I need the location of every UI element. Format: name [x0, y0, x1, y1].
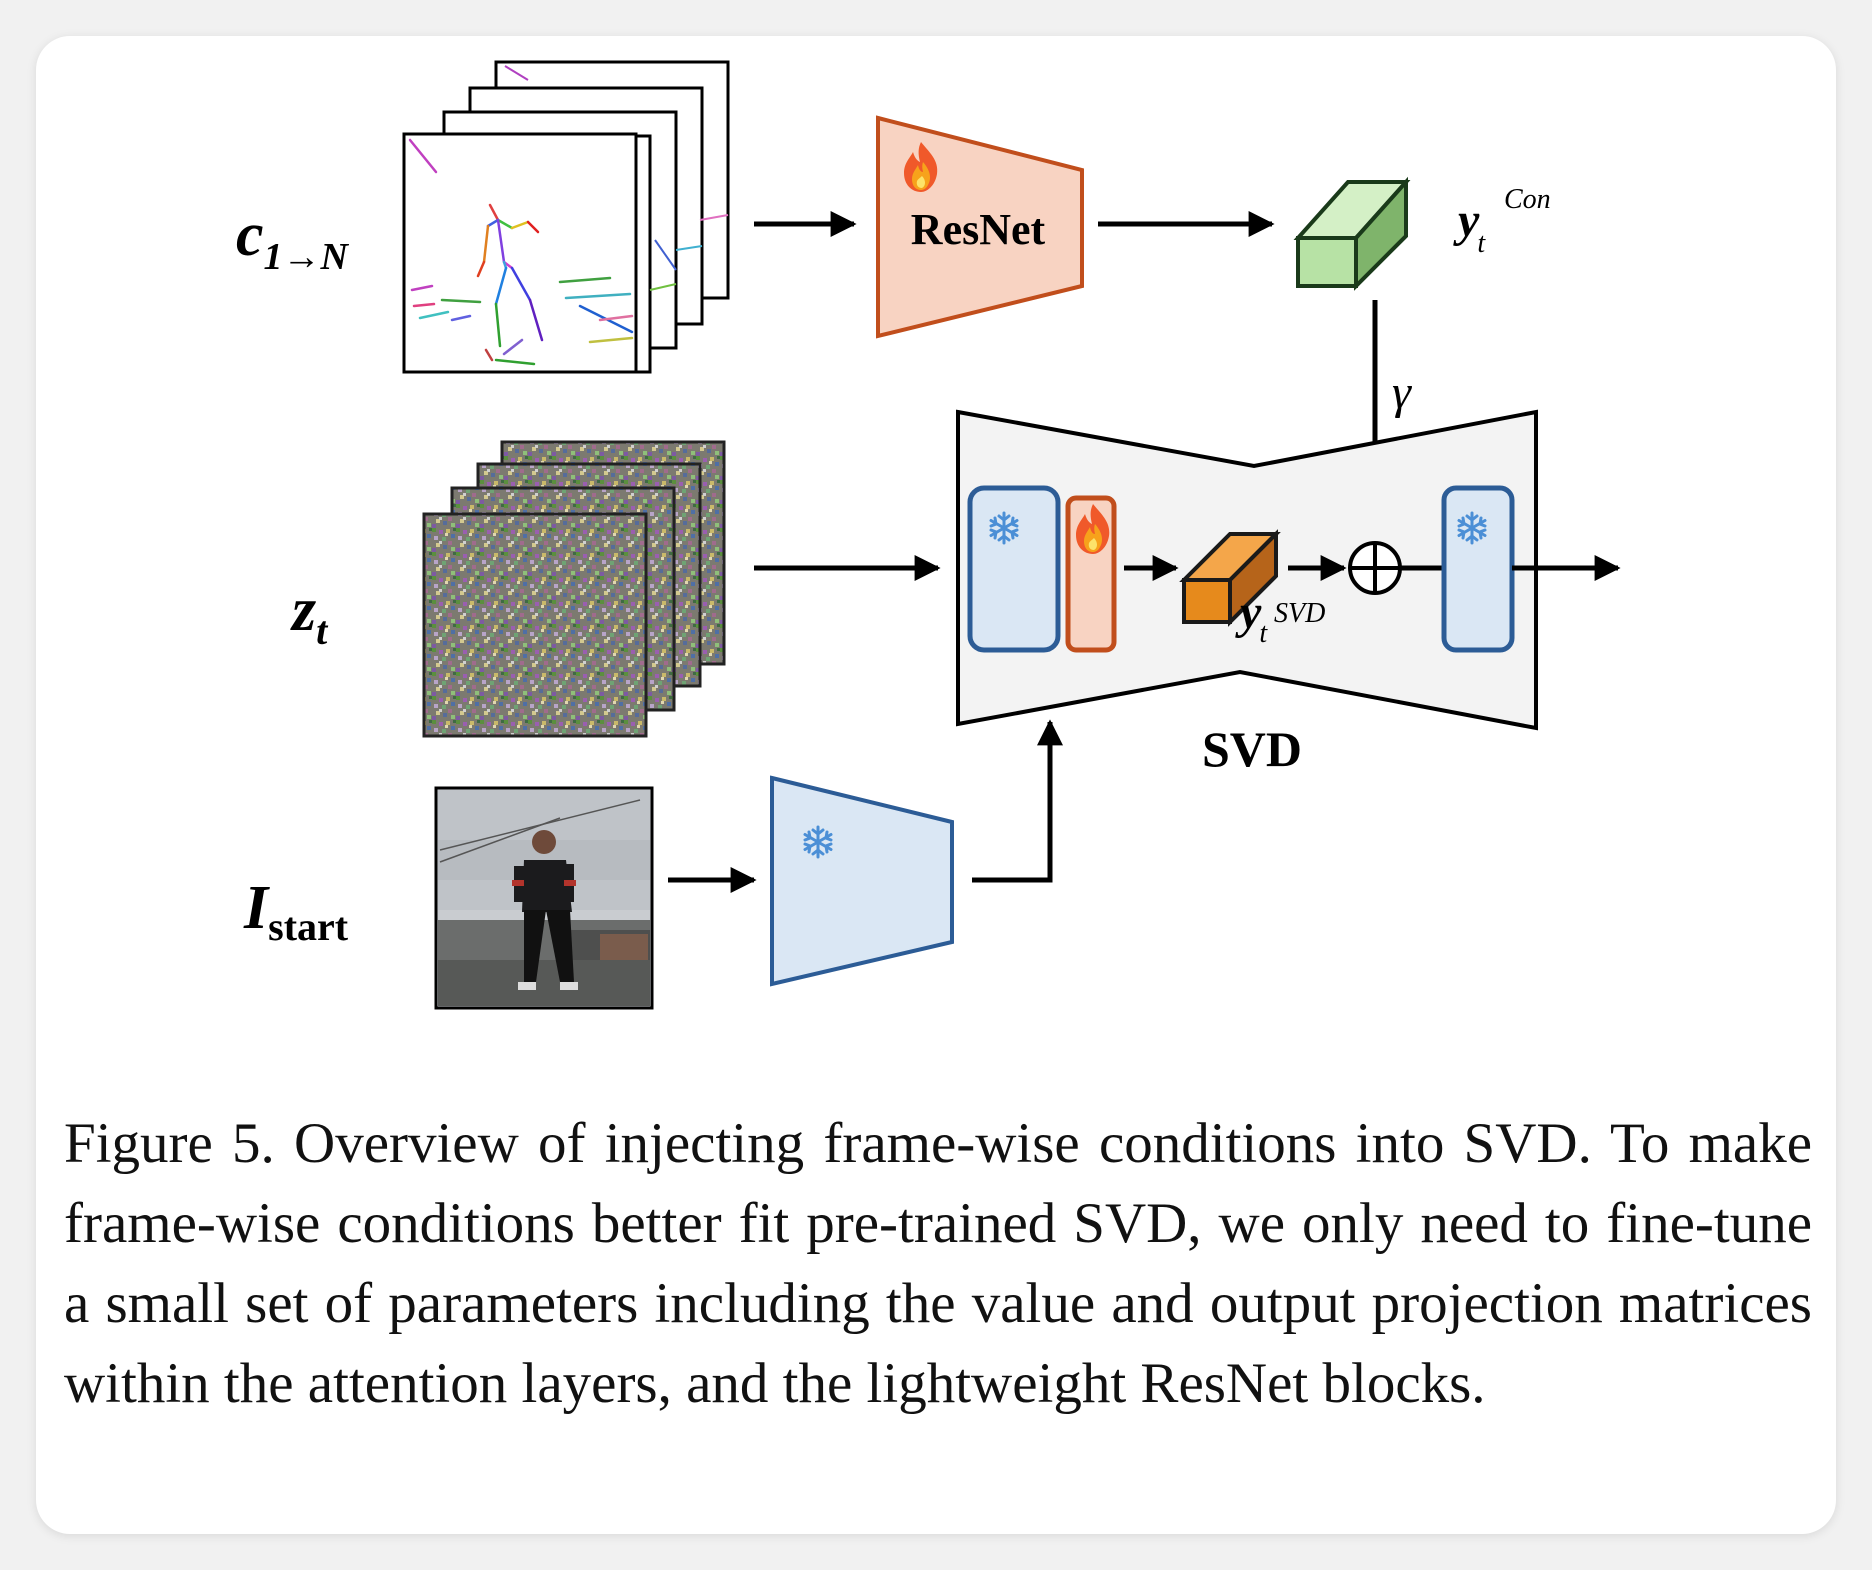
y-con-superscript: Con: [1504, 184, 1551, 215]
arrow-encoder-to-svd: [972, 719, 1063, 883]
image-encoder-block: [770, 775, 954, 987]
svd-block: [956, 409, 1538, 731]
start-image: [434, 786, 654, 1010]
svd-label: SVD: [1202, 721, 1302, 777]
caption-text: Overview of injecting frame-wise conditi…: [64, 1112, 1813, 1415]
resnet-block: ResNet: [876, 115, 1084, 339]
cond-input-label: c1→N: [236, 201, 350, 278]
pose-skeleton: [408, 138, 634, 366]
trainable-attention-block: [1065, 495, 1117, 653]
add-operator: [1348, 541, 1402, 595]
figure-caption: Figure 5. Overview of injecting frame-wi…: [64, 1104, 1812, 1424]
latent-input-label: zt: [290, 576, 329, 653]
y-svd-superscript: SVD: [1274, 598, 1325, 629]
resnet-label: ResNet: [911, 205, 1046, 254]
noise-latent-stack: [422, 440, 726, 738]
caption-label: Figure 5.: [64, 1112, 275, 1175]
pose-frames-stack: [402, 60, 730, 374]
y-con-label: yt: [1453, 194, 1486, 259]
frozen-block-1: [967, 485, 1061, 653]
image-input-label: Istart: [243, 874, 349, 949]
y-svd-label: yt: [1235, 586, 1268, 649]
architecture-diagram: c1→N zt Istart: [236, 60, 1621, 1010]
gamma-label: γ: [1392, 366, 1412, 419]
frozen-block-2: [1441, 485, 1515, 653]
y-svd-feature: [1179, 529, 1281, 627]
y-con-feature: [1293, 176, 1411, 291]
